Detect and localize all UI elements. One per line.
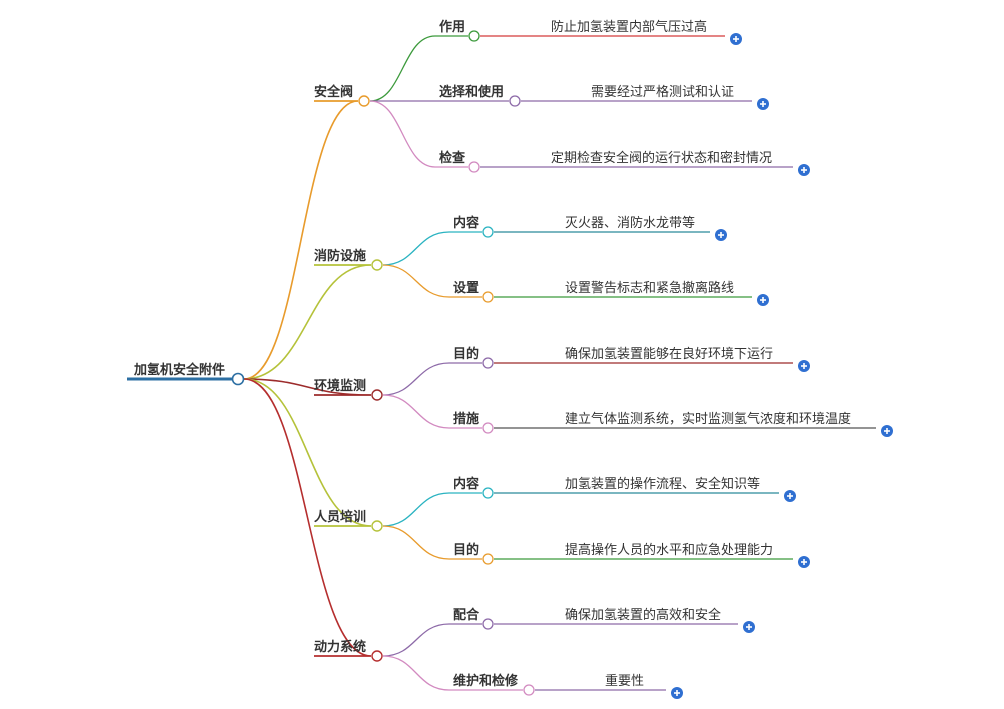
branch-connector xyxy=(243,264,372,380)
expand-node-button[interactable] xyxy=(784,490,796,502)
detail-node-label: 重要性 xyxy=(605,673,644,689)
child-node-label: 设置 xyxy=(453,281,479,296)
child-connector xyxy=(382,525,482,560)
node-connector-dot xyxy=(358,95,370,107)
detail-node-label: 确保加氢装置的高效和安全 xyxy=(565,607,721,623)
expand-node-button[interactable] xyxy=(798,164,810,176)
child-node-label: 内容 xyxy=(453,215,479,231)
node-connector-dot xyxy=(371,389,383,401)
node-connector-dot xyxy=(371,520,383,532)
node-connector-dot xyxy=(371,650,383,662)
node-connector-dot xyxy=(482,487,494,499)
node-connector-dot xyxy=(509,95,521,107)
node-connector-dot xyxy=(371,259,383,271)
branch-connector xyxy=(243,378,372,527)
child-connector xyxy=(382,655,523,691)
detail-node-label: 需要经过严格测试和认证 xyxy=(591,84,734,100)
branch-node-label: 消防设施 xyxy=(314,248,366,264)
detail-node-label: 防止加氢装置内部气压过高 xyxy=(551,19,707,35)
child-connector xyxy=(382,394,482,429)
child-node-label: 目的 xyxy=(453,542,479,558)
branch-node-label: 人员培训 xyxy=(314,509,366,525)
branch-node-label: 动力系统 xyxy=(314,639,366,655)
expand-node-button[interactable] xyxy=(757,294,769,306)
child-node-label: 目的 xyxy=(453,346,479,362)
expand-node-button[interactable] xyxy=(757,98,769,110)
detail-node-label: 设置警告标志和紧急撤离路线 xyxy=(565,280,734,296)
detail-node-label: 灭火器、消防水龙带等 xyxy=(565,215,695,231)
detail-node-label: 加氢装置的操作流程、安全知识等 xyxy=(565,476,760,492)
node-connector-dot xyxy=(482,226,494,238)
expand-node-button[interactable] xyxy=(881,425,893,437)
node-connector-dot xyxy=(482,553,494,565)
expand-node-button[interactable] xyxy=(743,621,755,633)
detail-node-label: 定期检查安全阀的运行状态和密封情况 xyxy=(551,150,772,166)
node-connector-dot xyxy=(482,422,494,434)
branch-node-label: 安全阀 xyxy=(314,84,353,100)
node-connector-dot xyxy=(482,291,494,303)
branch-node-label: 环境监测 xyxy=(314,378,366,394)
child-connector xyxy=(382,264,482,298)
connector-lines xyxy=(127,35,876,691)
expand-node-button[interactable] xyxy=(798,556,810,568)
node-connector-dot xyxy=(482,357,494,369)
expand-node-button[interactable] xyxy=(715,229,727,241)
root-node-label: 加氢机安全附件 xyxy=(133,362,225,378)
expand-node-button[interactable] xyxy=(671,687,683,699)
expand-node-button[interactable] xyxy=(730,33,742,45)
expand-node-button[interactable] xyxy=(798,360,810,372)
node-connector-dot xyxy=(468,30,480,42)
child-connector xyxy=(382,623,482,657)
detail-node-label: 提高操作人员的水平和应急处理能力 xyxy=(565,542,773,558)
root-connector-dot xyxy=(231,372,245,386)
child-connector xyxy=(382,362,482,396)
node-connector-dot xyxy=(482,618,494,630)
child-node-label: 配合 xyxy=(453,607,480,623)
node-connector-dot xyxy=(523,684,535,696)
child-node-label: 措施 xyxy=(453,411,479,427)
node-connector-dot xyxy=(468,161,480,173)
branch-connector xyxy=(243,378,372,657)
child-connector xyxy=(382,492,482,527)
detail-node-label: 确保加氢装置能够在良好环境下运行 xyxy=(565,346,773,362)
child-node-label: 作用 xyxy=(439,19,465,35)
child-node-label: 选择和使用 xyxy=(439,84,504,100)
detail-node-label: 建立气体监测系统，实时监测氢气浓度和环境温度 xyxy=(565,411,851,427)
branch-connector xyxy=(243,100,359,380)
child-connector xyxy=(382,231,482,266)
child-connector xyxy=(369,100,468,168)
child-node-label: 内容 xyxy=(453,476,479,492)
child-node-label: 维护和检修 xyxy=(453,673,519,689)
child-connector xyxy=(369,35,468,102)
child-node-label: 检查 xyxy=(439,150,466,166)
